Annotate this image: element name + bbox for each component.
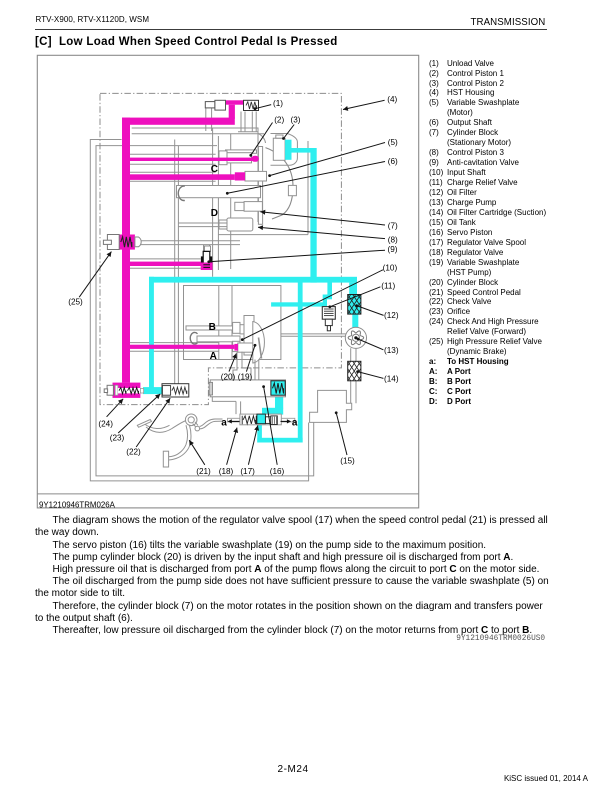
svg-text:(6): (6) bbox=[388, 157, 398, 166]
svg-text:(17): (17) bbox=[240, 467, 255, 476]
svg-text:9Y1210946TRM026A: 9Y1210946TRM026A bbox=[39, 500, 116, 509]
svg-text:(1): (1) bbox=[273, 99, 283, 108]
svg-text:(18): (18) bbox=[219, 467, 234, 476]
svg-text:(22): (22) bbox=[126, 448, 141, 457]
svg-text:(7): (7) bbox=[388, 222, 398, 231]
svg-text:(13): (13) bbox=[384, 346, 399, 355]
svg-text:(14): (14) bbox=[384, 375, 399, 384]
svg-text:(23): (23) bbox=[110, 434, 125, 443]
svg-text:(4): (4) bbox=[387, 95, 397, 104]
svg-text:(20): (20) bbox=[221, 372, 236, 381]
svg-text:A: A bbox=[210, 351, 217, 362]
svg-text:B: B bbox=[209, 322, 216, 333]
svg-text:(16): (16) bbox=[270, 467, 285, 476]
svg-text:a: a bbox=[292, 418, 298, 429]
svg-text:(12): (12) bbox=[384, 311, 399, 320]
svg-text:(21): (21) bbox=[196, 467, 211, 476]
svg-text:(9): (9) bbox=[387, 245, 397, 254]
svg-text:(15): (15) bbox=[340, 457, 355, 466]
svg-text:(24): (24) bbox=[98, 419, 113, 428]
svg-text:(10): (10) bbox=[383, 264, 398, 273]
svg-text:(2): (2) bbox=[274, 115, 284, 124]
svg-text:(11): (11) bbox=[381, 281, 395, 290]
svg-text:C: C bbox=[211, 164, 218, 175]
svg-text:(3): (3) bbox=[290, 115, 300, 124]
svg-text:a: a bbox=[221, 418, 227, 429]
svg-text:(5): (5) bbox=[388, 138, 398, 147]
svg-text:(25): (25) bbox=[68, 297, 83, 306]
svg-text:(19): (19) bbox=[238, 372, 253, 381]
svg-text:(8): (8) bbox=[388, 235, 398, 244]
svg-text:D: D bbox=[211, 208, 218, 219]
